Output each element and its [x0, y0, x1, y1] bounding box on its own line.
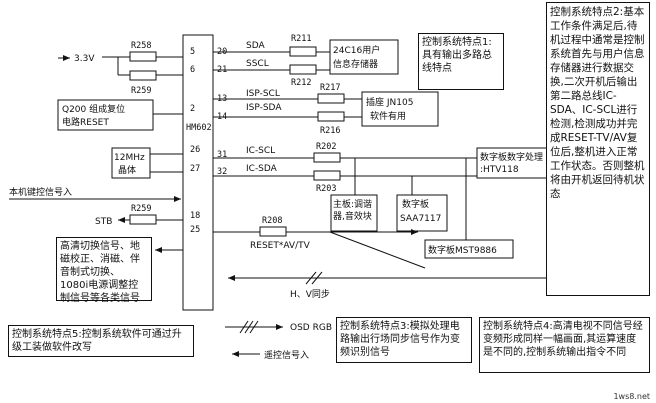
r258-label: R258 [131, 41, 151, 51]
resistor-r258 [129, 51, 157, 62]
note-2: 控制系统特点2:基本工作条件满足后,待机过程中通常是控制系统首先与用户信息存储器… [546, 2, 650, 296]
note-3-text: 控制系统特点3:模拟处理电路输出行场同步信号作为变频识别信号 [340, 321, 460, 358]
pin-32: 32 [217, 167, 227, 177]
resistor-r212 [289, 64, 317, 75]
bus-main-scl-label: SSCL [246, 59, 269, 69]
ic-sda-label: IC-SDA [246, 164, 278, 174]
htv118-label-1: 数字板数字处理 [480, 151, 543, 163]
resistor-r216 [317, 111, 345, 122]
note-5-text: 控制系统特点5:控制系统软件可通过升级工装做软件改写 [12, 329, 182, 353]
pin-2: 2 [190, 104, 195, 114]
note-1: 控制系统特点1:具有输出多路总线特点 [418, 33, 504, 90]
pin-31: 31 [217, 150, 227, 160]
resistor-r217 [317, 93, 345, 104]
resistor-r259-top [129, 70, 157, 81]
crystal-box [111, 147, 151, 179]
r217-label: R217 [320, 83, 340, 93]
resistor-r203 [313, 170, 341, 181]
resistor-r211 [289, 46, 317, 57]
saa-label-1: 数字板 [402, 198, 429, 210]
key-input-label: 本机键控信号入 [9, 186, 72, 198]
eeprom-label-2: 信息存储器 [333, 58, 378, 70]
note-3: 控制系统特点3:模拟处理电路输出行场同步信号作为变频识别信号 [336, 317, 472, 363]
saa-label-2: SAA7117 [400, 214, 441, 224]
output-signals-text: 高清切换信号、地磁校正、消磁、伴音制式切换、1080i电源调整控制信号等各类信号 [60, 241, 140, 304]
mainboard-box [330, 194, 378, 232]
mst9886-box [424, 239, 514, 259]
pin-6: 6 [190, 65, 195, 75]
note-5: 控制系统特点5:控制系统软件可通过升级工装做软件改写 [8, 325, 194, 357]
crystal-freq: 12MHz [114, 153, 145, 163]
r208-label: R208 [262, 216, 282, 226]
mainboard-label-2: 器,音效块 [333, 210, 372, 222]
supply-voltage: 3.3V [74, 54, 95, 64]
reset-source-line2: 电路RESET [62, 116, 109, 128]
pin-25: 25 [190, 225, 200, 235]
ic-name: HM602 [186, 123, 212, 133]
r202-label: R202 [316, 142, 336, 152]
remote-label: 遥控信号入 [264, 349, 309, 361]
note-1-text: 控制系统特点1:具有输出多路总线特点 [422, 37, 492, 74]
resistor-r259-stb [129, 214, 157, 225]
mst9886-label: 数字板MST9886 [428, 244, 497, 256]
osd-slash-2 [244, 320, 254, 334]
note-4: 控制系统特点4:高清电视不同信号经变频形成同样一幅画面,其运算速度是不同的,控制… [479, 317, 650, 373]
osd-label: OSD RGB [290, 323, 332, 333]
reset-source-box [57, 99, 154, 131]
reset-out-label: RESET*AV/TV [250, 241, 311, 251]
hv-sync-label: H、V同步 [290, 289, 330, 300]
reset-diagonal [329, 231, 426, 269]
output-signals-box: 高清切换信号、地磁校正、消磁、伴音制式切换、1080i电源调整控制信号等各类信号 [56, 237, 152, 304]
reset-source-line1: Q200 组成复位 [62, 103, 125, 115]
htv118-label-2: :HTV118 [480, 165, 519, 175]
hv-slash-1 [305, 271, 317, 285]
saa7117-box [396, 194, 448, 232]
eeprom-label-1: 24C16用户 [333, 44, 380, 56]
isp-sda-label: ISP-SDA [246, 103, 282, 113]
note-4-text: 控制系统特点4:高清电视不同信号经变频形成同样一幅画面,其运算速度是不同的,控制… [483, 321, 643, 358]
isp-scl-label: ISP-SCL [246, 89, 280, 99]
jn105-label-2: 软件有用 [370, 110, 406, 122]
jn105-label-1: 插座 JN105 [366, 96, 413, 108]
ic-scl-label: IC-SCL [246, 146, 275, 156]
pin-5: 5 [190, 47, 195, 57]
jn105-socket-box [361, 91, 439, 127]
r212-label: R212 [291, 78, 311, 88]
osd-slash-1 [239, 320, 249, 334]
mainboard-label-1: 主板:调谐 [333, 198, 372, 210]
hv-slash-2 [311, 271, 323, 285]
stb-label: STB [95, 217, 112, 227]
note-2-text: 控制系统特点2:基本工作条件满足后,待机过程中通常是控制系统首先与用户信息存储器… [550, 6, 645, 200]
r211-label: R211 [291, 34, 311, 44]
r216-label: R216 [320, 126, 340, 136]
crystal-label: 晶体 [118, 164, 136, 176]
bus-main-sda-label: SDA [246, 41, 265, 51]
eeprom-24c16-box [329, 39, 399, 75]
watermark: 1ws8.net [613, 392, 650, 401]
pin-18: 18 [190, 211, 200, 221]
r203-label: R203 [316, 184, 336, 194]
osd-slash-3 [249, 320, 259, 334]
stb-resistor-label: R259 [131, 204, 151, 214]
pin-26: 26 [190, 145, 200, 155]
resistor-r202 [313, 152, 341, 163]
pin-27: 27 [190, 164, 200, 174]
resistor-r208 [259, 226, 287, 237]
r259-label: R259 [131, 86, 151, 96]
